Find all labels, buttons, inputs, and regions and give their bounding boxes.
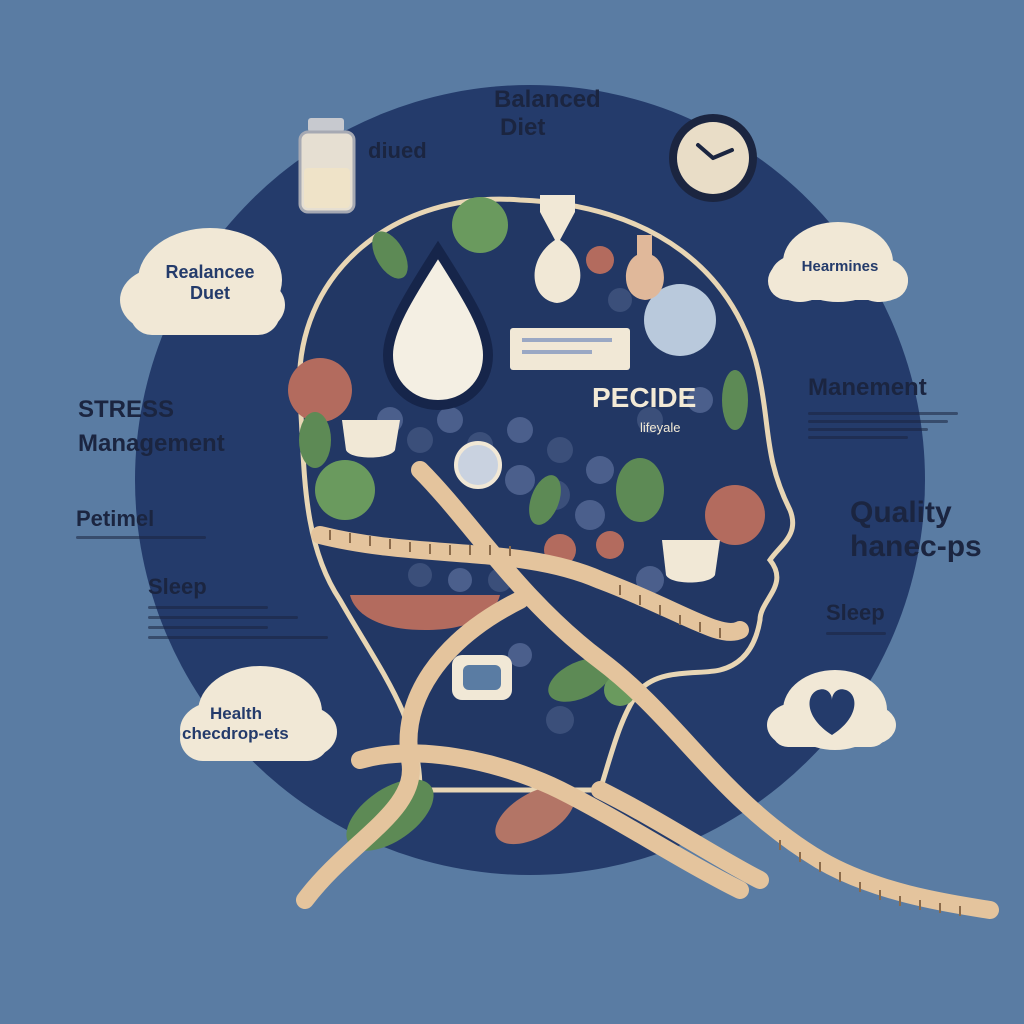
fine-print (808, 420, 948, 423)
petimel-label: Petimel (76, 506, 155, 531)
apple-red-icon (705, 485, 765, 545)
manement-label: Manement (808, 374, 927, 401)
leaf-icon (616, 458, 664, 522)
cloud-realance (120, 228, 285, 335)
clock-icon (669, 114, 757, 202)
apple-green-icon (315, 460, 375, 520)
apple-green-icon (452, 197, 508, 253)
center-subtitle: lifeyale (640, 420, 681, 435)
cup-icon (662, 540, 720, 583)
cup-icon (342, 420, 400, 458)
monitor-icon (463, 665, 501, 690)
fine-print (808, 412, 958, 415)
sleep-left-label: Sleep (148, 574, 207, 599)
stress-label-line1: STRESS (78, 396, 175, 423)
health-line2: checdrop-ets (182, 724, 289, 743)
measuring-tape-icon (296, 461, 999, 919)
fine-print (76, 536, 206, 539)
fine-print (826, 632, 886, 635)
fine-print (148, 626, 268, 629)
bowl-icon (350, 595, 500, 630)
fine-print (808, 436, 908, 439)
sleep-right-label: Sleep (826, 600, 885, 625)
hearmines-cloud-label: Hearmines (801, 258, 879, 275)
quality-label-line1: Quality (850, 496, 952, 529)
bottle-icon (298, 118, 356, 214)
center-title: PECIDE (592, 382, 697, 413)
flask-icon (534, 195, 581, 303)
quality-label-line2: hanec-ps (850, 530, 982, 563)
cloud-health (180, 666, 337, 761)
food-cluster (288, 195, 765, 851)
fine-print (148, 616, 298, 619)
water-drop-icon (382, 240, 494, 411)
fine-print (808, 428, 928, 431)
balanced-diet-title-line2: Diet (500, 114, 546, 141)
notepad-icon (510, 328, 630, 370)
health-line1: Health (210, 704, 262, 723)
stress-label-line2: Management (78, 430, 225, 457)
health-cloud-label: Health checdrop-ets (178, 704, 338, 744)
apple-red-icon (288, 358, 352, 422)
balanced-diet-title-line1: Balanced (494, 86, 601, 113)
fine-print (148, 636, 328, 639)
flask-icon (625, 235, 664, 300)
apple-pale-icon (644, 284, 716, 356)
realance-line2: Duet (190, 283, 230, 303)
cloud-hearmines (768, 222, 908, 302)
tape-ticks (329, 530, 961, 916)
realance-cloud-label: Realancee Duet (140, 262, 280, 304)
fine-print (148, 606, 268, 609)
scale-icon (454, 441, 502, 489)
heart-cloud-icon (767, 670, 896, 750)
realance-line1: Realancee (165, 262, 255, 282)
diued-label: diued (368, 138, 427, 163)
